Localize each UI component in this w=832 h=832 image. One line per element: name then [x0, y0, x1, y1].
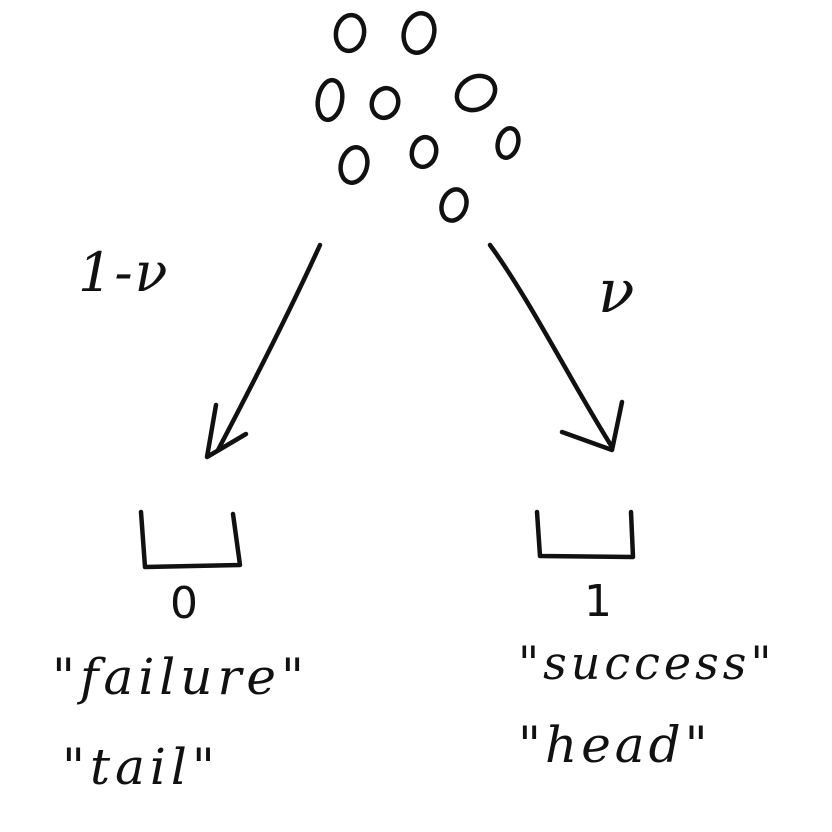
coin [439, 187, 469, 223]
coin [409, 134, 439, 170]
coin [369, 85, 401, 121]
coin [333, 12, 367, 54]
probability-right-label: ν [598, 257, 635, 327]
coin [454, 73, 498, 113]
coin [315, 77, 345, 123]
outcome-label-success: "success" [518, 636, 776, 690]
coin [495, 126, 521, 160]
pool-of-coins [315, 11, 521, 223]
coin [338, 145, 370, 185]
outcome-value-right: 1 [584, 576, 612, 627]
right-bucket [534, 509, 636, 560]
left-bucket [138, 509, 243, 570]
outcome-label-tail: "tail" [62, 738, 220, 796]
outcome-value-left: 0 [170, 578, 198, 629]
outcome-label-head: "head" [518, 716, 712, 774]
right-arrow [487, 242, 625, 453]
left-arrow [204, 242, 323, 460]
coin [401, 11, 437, 55]
probability-left-label: 1-ν [78, 241, 170, 304]
outcome-label-failure: "failure" [52, 648, 309, 706]
